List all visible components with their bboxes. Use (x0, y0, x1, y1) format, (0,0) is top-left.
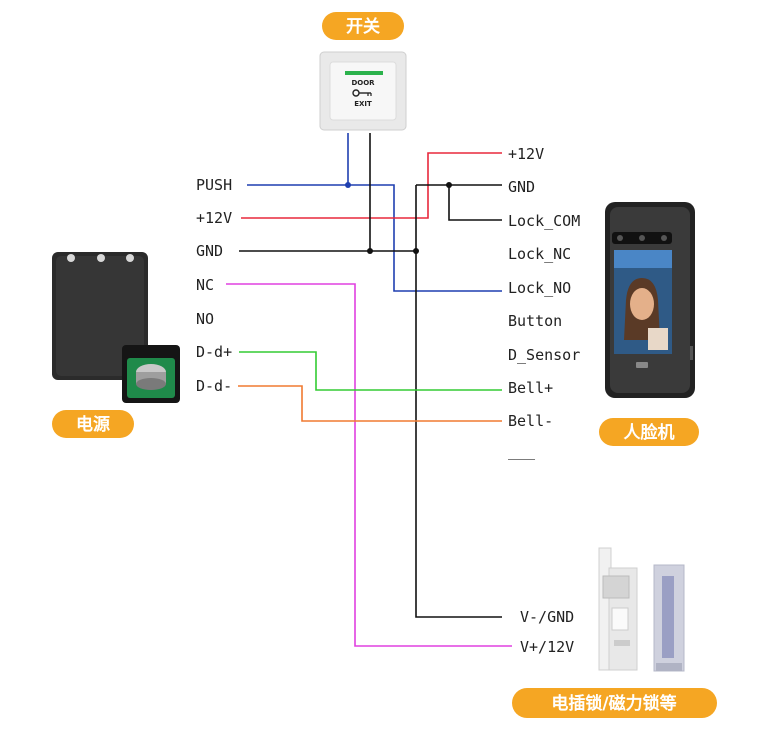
face-terminal-list: +12V GND Lock_COM Lock_NC Lock_NO Button… (508, 145, 580, 460)
power-supply-device (52, 252, 180, 403)
switch-title: 开关 (346, 16, 380, 37)
exit-switch-device: DOOR EXIT (319, 51, 407, 131)
power-terminal-dd-plus: D-d+ (196, 343, 232, 361)
exit-text: EXIT (354, 100, 372, 108)
lock-title: 电插锁/磁力锁等 (551, 693, 676, 714)
wire-bell-minus (238, 385, 502, 422)
wire-bell-plus (239, 351, 502, 391)
lock-title-badge: 电插锁/磁力锁等 (512, 688, 717, 718)
lock-terminal-12v: V+/12V (520, 638, 574, 656)
switch-title-badge: 开关 (322, 12, 404, 40)
lock-terminal-gnd: V-/GND (520, 608, 574, 626)
face-title: 人脸机 (624, 422, 675, 443)
power-terminal-gnd: GND (196, 242, 223, 260)
face-terminal-bell-minus: Bell- (508, 412, 553, 430)
face-terminal-lock-no: Lock_NO (508, 279, 571, 297)
lock-terminal-list: V-/GND V+/12V (520, 608, 574, 656)
face-terminal-bell-plus: Bell+ (508, 379, 553, 397)
face-terminal-d-sensor: D_Sensor (508, 346, 580, 364)
power-terminal-no: NO (196, 310, 214, 328)
electric-bolt-lock (598, 547, 638, 671)
magnetic-lock (653, 564, 685, 672)
power-title-badge: 电源 (52, 410, 134, 438)
power-terminal-nc: NC (196, 276, 214, 294)
wire-gnd (239, 182, 502, 618)
face-terminal-button: Button (508, 312, 562, 330)
wire-nc (226, 283, 512, 647)
face-terminal-gnd: GND (508, 178, 535, 196)
power-terminal-list: PUSH +12V GND NC NO D-d+ D-d- (196, 176, 232, 395)
power-terminal-12v: +12V (196, 209, 232, 227)
face-terminal-lock-com: Lock_COM (508, 212, 580, 230)
key-icon (352, 89, 372, 97)
face-terminal-blank: ___ (508, 442, 536, 460)
power-terminal-push: PUSH (196, 176, 232, 194)
wire-push (247, 133, 502, 292)
power-terminal-dd-minus: D-d- (196, 377, 232, 395)
door-text: DOOR (351, 79, 375, 87)
power-title: 电源 (76, 414, 110, 435)
face-terminal-12v: +12V (508, 145, 544, 163)
face-terminal-device (605, 202, 695, 398)
face-title-badge: 人脸机 (599, 418, 699, 446)
face-terminal-lock-nc: Lock_NC (508, 245, 571, 263)
